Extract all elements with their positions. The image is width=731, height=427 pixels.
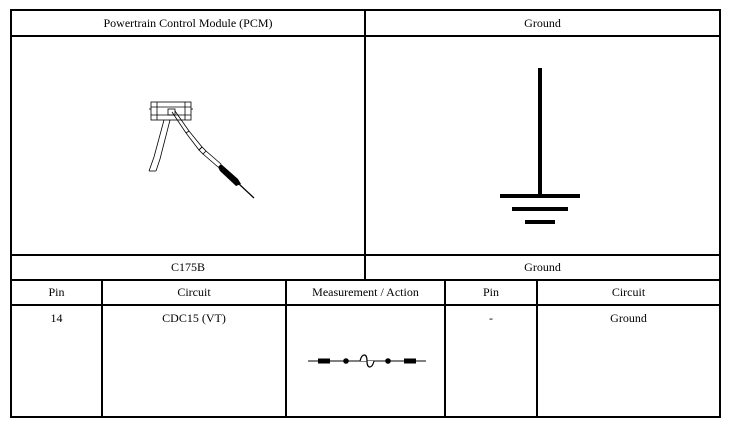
column-header-measurement: Measurement / Action [312, 285, 419, 299]
ground-title: Ground [524, 16, 561, 30]
connector-label-c175b: C175B [170, 260, 205, 274]
cell-circuit-b: Ground [610, 311, 647, 325]
pinpoint-test-sheet: Powertrain Control Module (PCM) Ground [10, 9, 721, 418]
cell-circuit-a: CDC15 (VT) [162, 311, 226, 325]
cell-pin-a: 14 [50, 311, 63, 325]
divider [536, 279, 538, 416]
ground-symbol-icon [500, 68, 580, 224]
connector-label-ground: Ground [524, 260, 561, 274]
divider [364, 11, 366, 281]
divider [12, 304, 719, 306]
divider [101, 279, 103, 416]
divider [285, 279, 287, 416]
divider [444, 279, 446, 416]
column-header-circuit: Circuit [611, 285, 646, 299]
column-header-pin: Pin [482, 285, 499, 299]
back-probe-connector-icon [148, 101, 255, 199]
cell-pin-b: - [489, 311, 493, 325]
fuse-jumper-icon [308, 354, 426, 368]
column-header-pin: Pin [48, 285, 65, 299]
column-header-circuit: Circuit [177, 285, 211, 299]
pcm-title: Powertrain Control Module (PCM) [103, 16, 273, 30]
